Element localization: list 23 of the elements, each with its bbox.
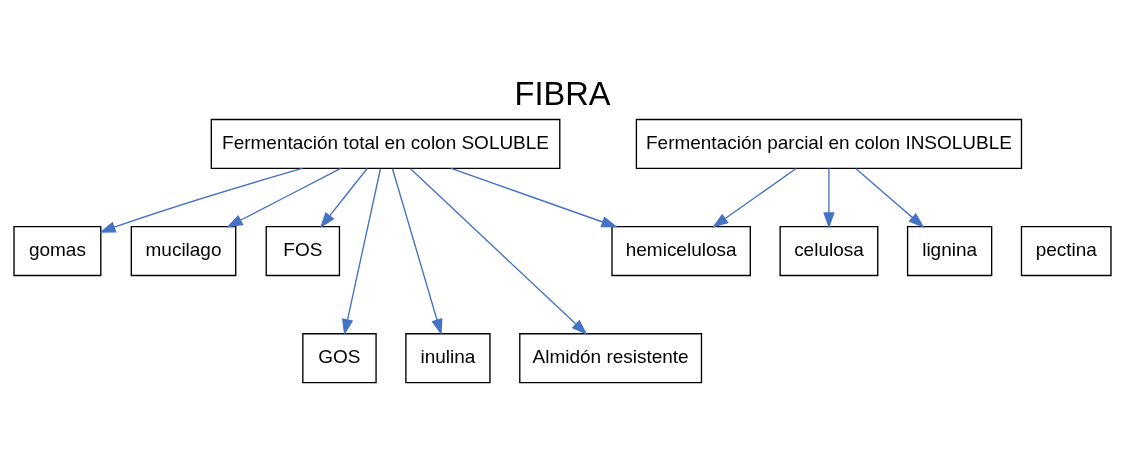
- arrow: [226, 167, 342, 228]
- node-box: FOS: [265, 225, 341, 276]
- arrow: [319, 167, 368, 228]
- diagram-title: FIBRA: [514, 75, 611, 112]
- node-box: pectina: [1020, 225, 1112, 276]
- node-box: inulina: [405, 332, 491, 383]
- arrow: [342, 167, 382, 335]
- arrow: [855, 167, 925, 228]
- arrow: [409, 167, 588, 335]
- node-box: Fermentación total en colon SOLUBLE: [210, 118, 561, 169]
- node-box: Fermentación parcial en colon INSOLUBLE: [635, 118, 1023, 169]
- node-box: GOS: [302, 332, 377, 383]
- node-box: gomas: [13, 225, 102, 276]
- node-box: hemicelulosa: [611, 225, 751, 276]
- node-box: Almidón resistente: [519, 332, 703, 383]
- node-box: lignina: [906, 225, 993, 276]
- arrow: [99, 167, 303, 233]
- arrow: [391, 167, 443, 335]
- node-box: celulosa: [779, 225, 879, 276]
- arrow: [450, 167, 618, 227]
- node-box: mucilago: [130, 225, 237, 276]
- arrow: [712, 167, 797, 228]
- arrow: [823, 167, 835, 229]
